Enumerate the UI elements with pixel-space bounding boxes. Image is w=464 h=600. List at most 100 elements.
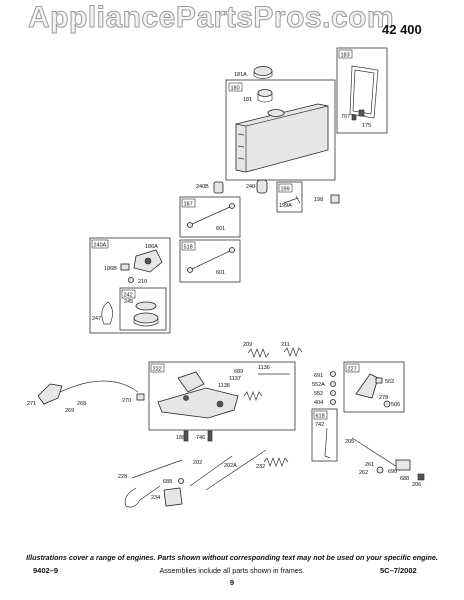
fuel-fitting-240b xyxy=(213,181,224,194)
fuel-filter-240 xyxy=(256,179,268,194)
box-222 xyxy=(148,361,296,431)
box-618 xyxy=(311,408,338,462)
spring-232 xyxy=(263,457,289,467)
box-tag-518 xyxy=(181,241,196,251)
fuel-pump-diaphragm xyxy=(135,301,157,311)
box-label-618: 618 xyxy=(316,414,325,420)
part-label-205: 205 xyxy=(345,439,354,445)
control-handle xyxy=(37,383,63,405)
part-label-206: 206 xyxy=(412,482,421,488)
box-label-227: 227 xyxy=(348,367,357,373)
part-label-247: 247 xyxy=(92,316,101,322)
fuel-tank xyxy=(235,103,329,173)
box-183 xyxy=(336,47,388,134)
bracket-234 xyxy=(163,487,183,507)
part-label-186a: 186A xyxy=(145,244,158,250)
box-199 xyxy=(276,181,303,213)
box-label-240a: 240A xyxy=(94,243,107,249)
part-label-211: 211 xyxy=(281,342,290,348)
part-label-198: 198 xyxy=(314,197,323,203)
part-label-181: 181 xyxy=(243,97,252,103)
governor-spring xyxy=(243,391,263,401)
box-240a xyxy=(89,237,171,334)
part-label-209: 209 xyxy=(243,342,252,348)
part-label-278: 278 xyxy=(379,395,388,401)
box-tag-227 xyxy=(345,363,360,373)
footer-code-left: 9402–9 xyxy=(33,566,59,575)
box-label-199: 199 xyxy=(281,187,290,193)
box-tag-183 xyxy=(338,49,353,59)
footer-assembly-note: Assemblies include all parts shown in fr… xyxy=(159,566,305,575)
part-label-707: 707 xyxy=(341,114,350,120)
part-label-261: 261 xyxy=(365,462,374,468)
part-label-690: 690 xyxy=(388,469,397,475)
part-label-270: 270 xyxy=(122,398,131,404)
part-label-562: 562 xyxy=(385,379,394,385)
box-label-222: 222 xyxy=(153,367,162,373)
screw-188 xyxy=(183,430,189,442)
part-label-688b: 688 xyxy=(163,479,172,485)
fuel-valve xyxy=(283,195,301,204)
part-label-691: 691 xyxy=(314,373,323,379)
footer-code-right: 5C–7/2002 xyxy=(380,566,417,575)
part-label-202a: 202A xyxy=(224,463,237,469)
fuel-cap xyxy=(253,66,273,76)
bracket-690 xyxy=(395,459,411,471)
part-label-210: 210 xyxy=(138,279,147,285)
box-187 xyxy=(179,196,241,238)
box-tag-242 xyxy=(121,289,136,299)
control-cable xyxy=(59,380,139,393)
part-label-268: 268 xyxy=(77,401,86,407)
part-label-262: 262 xyxy=(359,470,368,476)
part-label-1137: 1137 xyxy=(229,376,241,382)
part-label-202: 202 xyxy=(193,460,202,466)
box-tag-180 xyxy=(228,82,243,92)
spring-209 xyxy=(247,348,270,358)
spring-211 xyxy=(283,347,303,357)
box-242 xyxy=(119,287,167,331)
part-label-228: 228 xyxy=(118,474,127,480)
fuel-line-518 xyxy=(189,249,233,271)
watermark: AppliancePartsPros.com xyxy=(27,1,395,35)
part-label-688a: 688 xyxy=(400,476,409,482)
fuel-valve-198 xyxy=(330,194,340,204)
throttle-lever xyxy=(355,373,379,399)
part-label-506: 506 xyxy=(391,402,400,408)
link-rod-742 xyxy=(324,427,331,459)
part-label-601b: 601 xyxy=(216,270,225,276)
cable-clamp-270 xyxy=(136,393,145,401)
part-label-271: 271 xyxy=(27,401,36,407)
box-label-180: 180 xyxy=(231,86,240,92)
part-label-181a: 181A xyxy=(234,72,247,78)
box-227 xyxy=(343,361,405,413)
rod-202 xyxy=(189,455,233,487)
fuel-pump-fitting xyxy=(120,263,130,271)
part-label-240b: 240B xyxy=(196,184,209,190)
fuel-pump-clamp xyxy=(101,301,113,325)
box-label-518: 518 xyxy=(184,245,193,251)
rod-loop xyxy=(124,485,161,508)
part-label-232: 232 xyxy=(256,464,265,470)
part-label-601a: 601 xyxy=(216,226,225,232)
part-label-175: 175 xyxy=(362,123,371,129)
control-lever xyxy=(177,371,205,393)
fuel-line-187 xyxy=(189,205,233,226)
part-label-1138: 1138 xyxy=(218,383,230,389)
box-tag-187 xyxy=(181,198,196,208)
part-label-552: 552 xyxy=(314,391,323,397)
box-tag-222 xyxy=(150,363,165,373)
part-label-240: 240 xyxy=(246,184,255,190)
part-label-689: 689 xyxy=(234,369,243,375)
part-label-1136: 1136 xyxy=(258,365,270,371)
box-180 xyxy=(225,79,336,181)
part-label-186b: 186B xyxy=(104,266,117,272)
part-label-746: 746 xyxy=(196,435,205,441)
part-label-404: 404 xyxy=(314,400,323,406)
box-tag-240a xyxy=(91,239,109,249)
part-label-199a: 199A xyxy=(279,203,292,209)
disclaimer-note: Illustrations cover a range of engines. … xyxy=(26,553,438,562)
box-label-242: 242 xyxy=(124,293,133,299)
box-518 xyxy=(179,239,241,283)
part-label-245: 245 xyxy=(124,299,133,305)
